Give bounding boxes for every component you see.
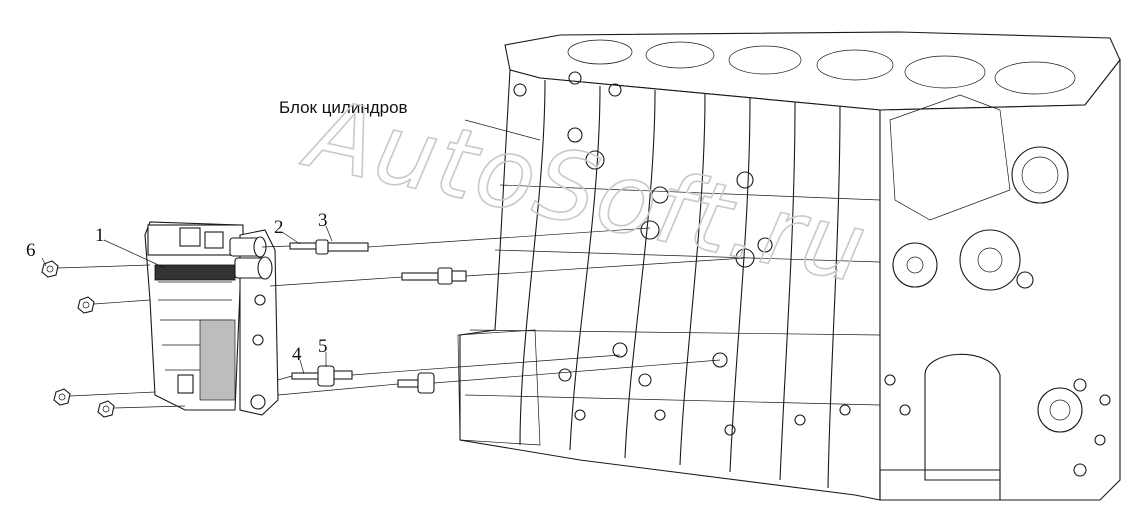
pump-barrels bbox=[229, 236, 273, 280]
stud-2 bbox=[289, 242, 319, 250]
block-label: Блок цилиндров bbox=[279, 98, 408, 117]
callout-3: 3 bbox=[318, 210, 328, 231]
callout-2: 2 bbox=[274, 217, 284, 238]
nut-6-lower-left bbox=[53, 388, 71, 406]
spacer-5 bbox=[317, 365, 353, 387]
block-label-leader bbox=[464, 119, 541, 141]
nut-6-upper bbox=[41, 260, 59, 278]
callout-5: 5 bbox=[318, 336, 328, 357]
stud-upper-block bbox=[401, 267, 467, 285]
callout-1: 1 bbox=[95, 225, 105, 246]
injection-pump bbox=[144, 221, 279, 416]
callout-4: 4 bbox=[292, 344, 302, 365]
nut-6-lower-right bbox=[97, 400, 115, 418]
callout-6: 6 bbox=[26, 240, 36, 261]
callout-leaders bbox=[41, 225, 333, 375]
nut-6-middle bbox=[77, 296, 95, 314]
assembly-lines bbox=[57, 227, 746, 409]
stud-3 bbox=[315, 239, 369, 255]
stud-lower-block bbox=[397, 372, 435, 394]
cylinder-block bbox=[457, 31, 1121, 501]
stud-4 bbox=[291, 372, 321, 380]
